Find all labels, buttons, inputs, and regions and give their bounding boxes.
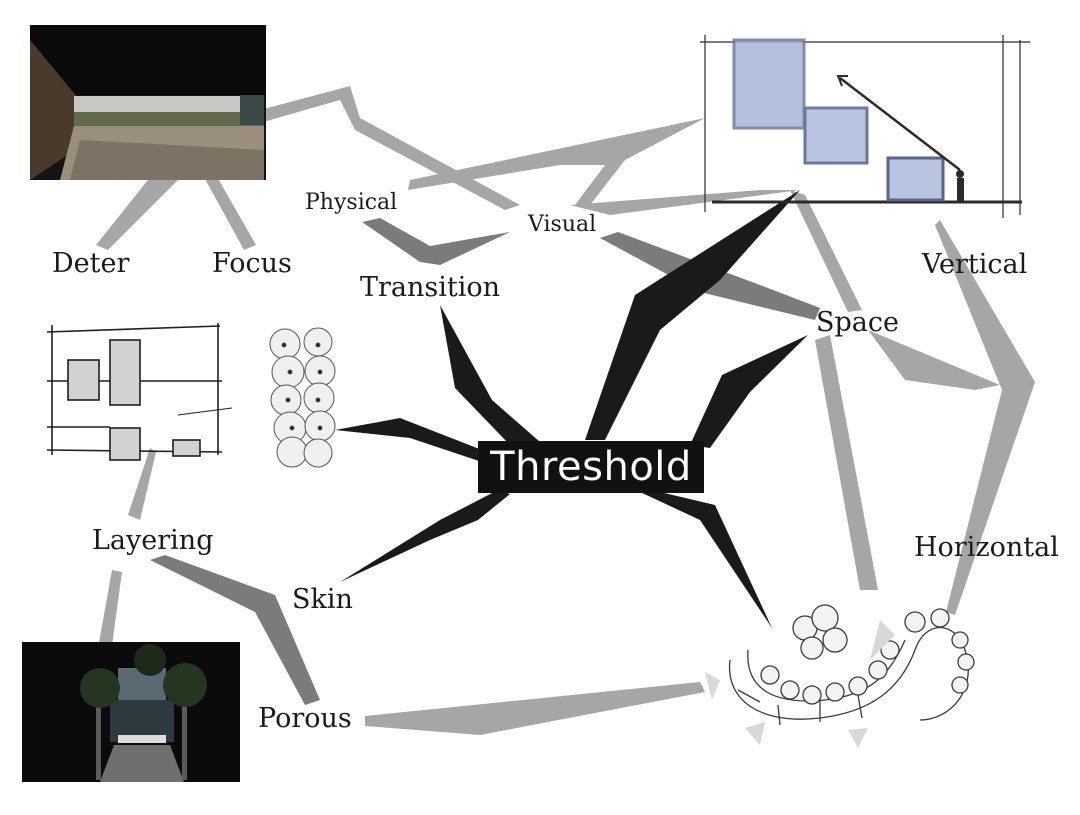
branch-center-planting	[640, 492, 772, 628]
branch-porous-planting	[365, 682, 705, 735]
light-branches	[96, 86, 1035, 735]
label-porous: Porous	[258, 703, 352, 734]
branch-layering-porous	[150, 555, 320, 705]
sketch-plan-layers-icon	[46, 323, 233, 461]
branch-center-sketch	[585, 190, 800, 440]
label-deter: Deter	[52, 248, 130, 279]
branch-sketch-space	[790, 190, 862, 312]
sketch-foliage-column-icon	[269, 327, 336, 468]
branch-layering-photo	[98, 570, 122, 660]
branch-center-transition	[440, 305, 540, 445]
label-space: Space	[816, 307, 899, 338]
label-focus: Focus	[212, 248, 292, 279]
branch-center-skinsketch	[335, 418, 482, 462]
photo-building-facade-trees-icon	[22, 642, 240, 782]
branch-layering-plan	[128, 448, 156, 520]
branch-physical-transition	[362, 218, 510, 265]
sketch-stepped-section-icon	[700, 35, 1030, 218]
label-skin: Skin	[292, 584, 353, 615]
branch-center-space	[690, 335, 808, 448]
photo-covered-walkway-icon	[30, 25, 266, 180]
branch-space-junction	[868, 330, 1000, 390]
label-layering: Layering	[92, 525, 214, 556]
label-vertical: Vertical	[922, 249, 1028, 280]
center-node-threshold: Threshold	[478, 441, 704, 493]
label-visual: Visual	[528, 212, 597, 237]
label-physical: Physical	[305, 190, 398, 215]
branch-vertical-chevron	[935, 220, 1035, 615]
label-transition: Transition	[360, 272, 501, 303]
sketch-planting-plan-icon	[705, 604, 975, 748]
branch-visual-sketch-right	[570, 190, 800, 215]
branch-space-planting	[815, 335, 878, 590]
label-horizontal: Horizontal	[914, 532, 1059, 563]
primary-branches	[335, 190, 808, 628]
branch-center-skin	[340, 490, 510, 582]
branch-visual-sketch	[408, 118, 705, 205]
